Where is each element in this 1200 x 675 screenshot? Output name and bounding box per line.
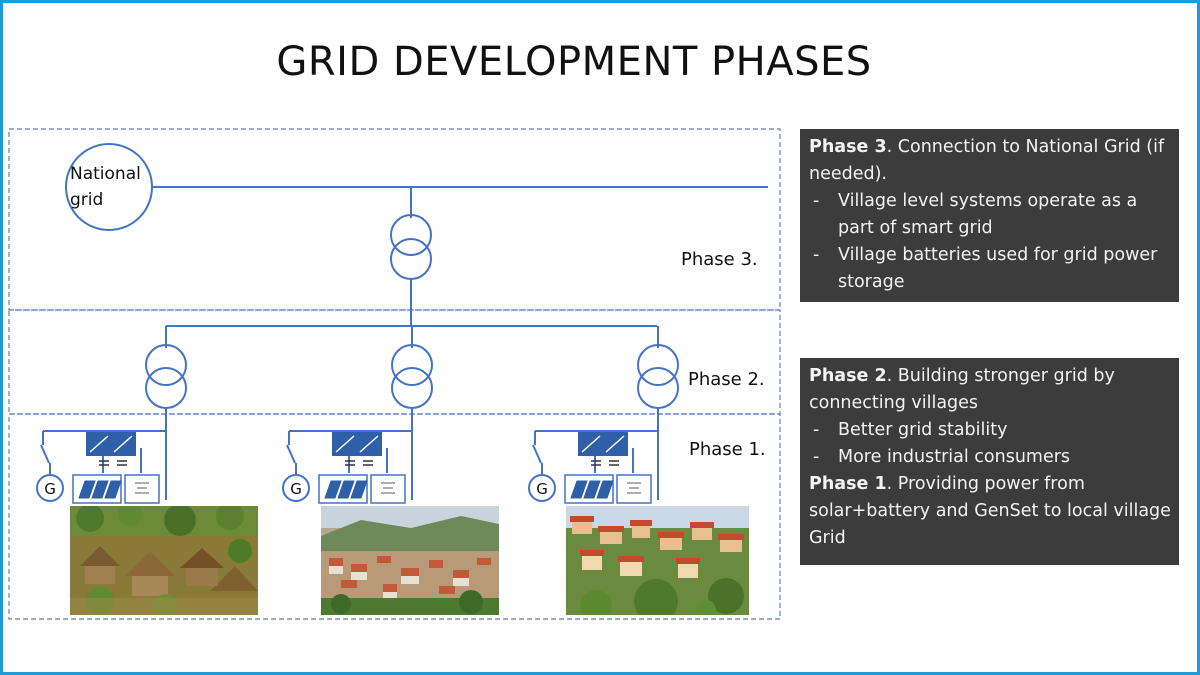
- generator-icon: [528, 474, 556, 502]
- phase2-heading: Phase 2: [809, 366, 887, 386]
- generator-symbol: G: [44, 480, 56, 498]
- battery-icon: [616, 474, 652, 504]
- battery-icon: [124, 474, 160, 504]
- solar-panel-cell: [104, 480, 122, 499]
- solar-panel-icon: [318, 474, 368, 504]
- generator-switch: [286, 444, 296, 464]
- village-system-1: G: [36, 326, 187, 504]
- solar-panel-cell: [78, 480, 96, 499]
- solar-panel-cell: [91, 480, 109, 499]
- phase3-heading: Phase 3: [809, 137, 887, 157]
- phase1-zone: [8, 413, 781, 620]
- phase1-label: Phase 1.: [689, 439, 766, 460]
- phase3-bullet: -Village level systems operate as a part…: [813, 191, 1138, 238]
- main-transformer-top: [390, 214, 432, 256]
- inverter-diagonal: [359, 435, 379, 453]
- phase2-bullet: -More industrial consumers: [813, 447, 1071, 467]
- village-system-2: G: [282, 326, 433, 504]
- phase3-bullet: -Village batteries used for grid power s…: [813, 245, 1158, 292]
- solar-panel-icon: [72, 474, 122, 504]
- generator-symbol: G: [536, 480, 548, 498]
- generator-symbol: G: [290, 480, 302, 498]
- generator-icon: [36, 474, 64, 502]
- solar-panel-cell: [583, 480, 601, 499]
- village-photo-dry-huts: [70, 506, 258, 615]
- phase2-phase1-info-box: Phase 2. Building stronger grid by conne…: [800, 358, 1179, 565]
- inverter-diagonal: [605, 435, 625, 453]
- inverter-diagonal: [335, 435, 355, 453]
- village-photo-hillside-town: [321, 506, 499, 615]
- phase3-info-box: Phase 3. Connection to National Grid (if…: [800, 129, 1179, 302]
- national-grid-label: National grid: [70, 164, 141, 210]
- battery-icon: [370, 474, 406, 504]
- page-title: GRID DEVELOPMENT PHASES: [276, 39, 872, 85]
- village-transformer-bottom: [145, 367, 187, 409]
- inverter-diagonal: [581, 435, 601, 453]
- phase3-text: . Connection to National Grid (if needed…: [809, 137, 1165, 184]
- generator-switch: [532, 444, 542, 464]
- village-transformer-top: [637, 344, 679, 386]
- phase2-text: . Building stronger grid by connecting v…: [809, 366, 1115, 413]
- solar-panel-cell: [570, 480, 588, 499]
- battery-frame: [616, 474, 652, 504]
- solar-panel-cell: [596, 480, 614, 499]
- battery-frame: [124, 474, 160, 504]
- phase1-heading: Phase 1: [809, 474, 887, 494]
- solar-panel-cell: [350, 480, 368, 499]
- village-system-3: G: [528, 326, 679, 504]
- inverter-icon: [86, 432, 136, 466]
- solar-panel-cell: [337, 480, 355, 499]
- phase3-label: Phase 3.: [681, 249, 758, 270]
- inverter-icon: [332, 432, 382, 466]
- main-transformer-bottom: [390, 238, 432, 280]
- battery-frame: [370, 474, 406, 504]
- phase3-zone: [8, 128, 781, 311]
- village-transformer-bottom: [637, 367, 679, 409]
- solar-panel-icon: [564, 474, 614, 504]
- inverter-icon: [578, 432, 628, 466]
- inverter-diagonal: [89, 435, 109, 453]
- inverter-diagonal: [113, 435, 133, 453]
- village-transformer-bottom: [391, 367, 433, 409]
- phase1-text: . Providing power from solar+battery and…: [809, 474, 1171, 548]
- generator-switch: [40, 444, 50, 464]
- phase2-bullet: -Better grid stability: [813, 420, 1008, 440]
- village-transformer-top: [145, 344, 187, 386]
- phase2-label: Phase 2.: [688, 369, 765, 390]
- village-transformer-top: [391, 344, 433, 386]
- solar-panel-cell: [324, 480, 342, 499]
- village-photo-colorful-houses: [566, 506, 749, 615]
- generator-icon: [282, 474, 310, 502]
